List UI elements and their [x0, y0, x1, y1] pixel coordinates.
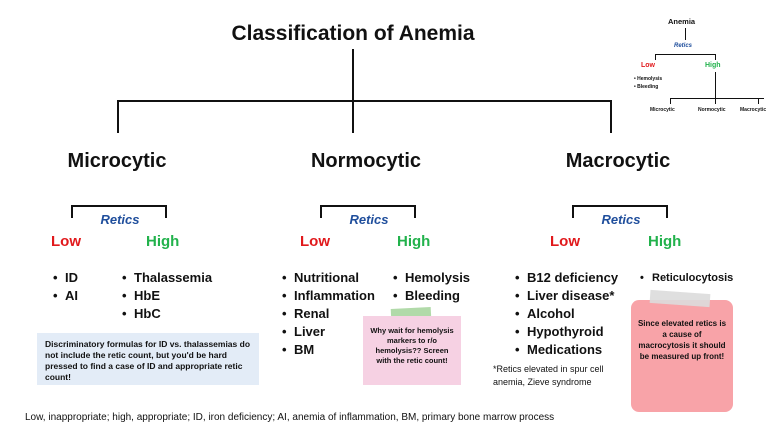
diagram-title: Classification of Anemia	[231, 22, 475, 45]
abbreviations-footer: Low, inappropriate; high, appropriate; I…	[25, 412, 555, 423]
bracket-normo-right	[414, 205, 416, 218]
mini-left-drop	[655, 54, 656, 60]
mini-retics: Retics	[674, 43, 693, 49]
mini-drop	[758, 98, 759, 104]
mini-high-item: Microcytic	[650, 107, 675, 113]
bracket-macro-left	[572, 205, 574, 218]
list-item: Hemolysis	[393, 269, 470, 287]
high-label-macro: High	[648, 233, 682, 250]
mini-high-trunk	[715, 72, 716, 98]
retics-label-normo: Retics	[349, 212, 389, 227]
list-item: HbE	[122, 287, 212, 305]
high-label-micro: High	[146, 233, 180, 250]
mini-high: High	[705, 62, 721, 69]
mini-bar	[655, 54, 715, 55]
mini-right-drop	[715, 54, 716, 60]
micro-low-list: ID AI	[53, 269, 78, 305]
mini-high-bar	[670, 98, 764, 99]
retics-label-micro: Retics	[100, 212, 140, 227]
mini-drop	[670, 98, 671, 104]
retics-label-macro: Retics	[601, 212, 641, 227]
mini-trunk	[685, 28, 686, 40]
branch-bar	[117, 100, 612, 102]
low-label-normo: Low	[300, 233, 330, 250]
bracket-micro	[71, 205, 167, 207]
list-item: Liver	[282, 323, 375, 341]
macro-high-list: Reticulocytosis	[640, 269, 733, 287]
list-item: Hypothyroid	[515, 323, 618, 341]
normo-low-list: Nutritional Inflammation Renal Liver BM	[282, 269, 375, 359]
low-label-macro: Low	[550, 233, 580, 250]
micro-high-list: Thalassemia HbE HbC	[122, 269, 212, 323]
mini-title: Anemia	[668, 17, 696, 26]
bracket-macro-right	[666, 205, 668, 218]
mini-high-item: Macrocytic	[740, 107, 767, 113]
list-item: BM	[282, 341, 375, 359]
mini-low: Low	[641, 62, 655, 69]
branch-mid	[352, 100, 354, 133]
category-microcytic: Microcytic	[67, 150, 167, 172]
list-item: Liver disease*	[515, 287, 618, 305]
list-item: HbC	[122, 305, 212, 323]
list-item: Renal	[282, 305, 375, 323]
mini-diagram: Anemia Retics Low High • Hemolysis • Ble…	[620, 10, 766, 120]
mini-high-item: Normocytic	[698, 107, 726, 113]
branch-left	[117, 100, 119, 133]
list-item: B12 deficiency	[515, 269, 618, 287]
high-label-normo: High	[397, 233, 431, 250]
list-item: Bleeding	[393, 287, 470, 305]
note-normocytic: Why wait for hemolysis markers to r/o he…	[363, 316, 461, 385]
list-item: Reticulocytosis	[640, 269, 733, 287]
bracket-normo-left	[320, 205, 322, 218]
mini-low-item: • Hemolysis	[634, 76, 663, 82]
footnote: *Retics elevated in spur cell anemia, Zi…	[493, 364, 604, 387]
category-normocytic: Normocytic	[310, 150, 422, 172]
note-macrocytic: Since elevated retics is a cause of macr…	[631, 300, 733, 412]
trunk-line	[352, 49, 354, 101]
list-item: Inflammation	[282, 287, 375, 305]
branch-right	[610, 100, 612, 133]
list-item: AI	[53, 287, 78, 305]
bracket-micro-left	[71, 205, 73, 218]
normo-high-list: Hemolysis Bleeding	[393, 269, 470, 305]
bracket-micro-right	[165, 205, 167, 218]
bracket-macro	[572, 205, 668, 207]
low-label-micro: Low	[51, 233, 81, 250]
list-item: Nutritional	[282, 269, 375, 287]
bracket-normo	[320, 205, 416, 207]
list-item: Medications	[515, 341, 618, 359]
mini-drop	[715, 98, 716, 104]
note-microcytic: Discriminatory formulas for ID vs. thala…	[37, 333, 259, 385]
list-item: ID	[53, 269, 78, 287]
macro-low-list: B12 deficiency Liver disease* Alcohol Hy…	[515, 269, 618, 359]
list-item: Thalassemia	[122, 269, 212, 287]
category-macrocytic: Macrocytic	[565, 150, 671, 172]
mini-low-item: • Bleeding	[634, 84, 659, 90]
list-item: Alcohol	[515, 305, 618, 323]
